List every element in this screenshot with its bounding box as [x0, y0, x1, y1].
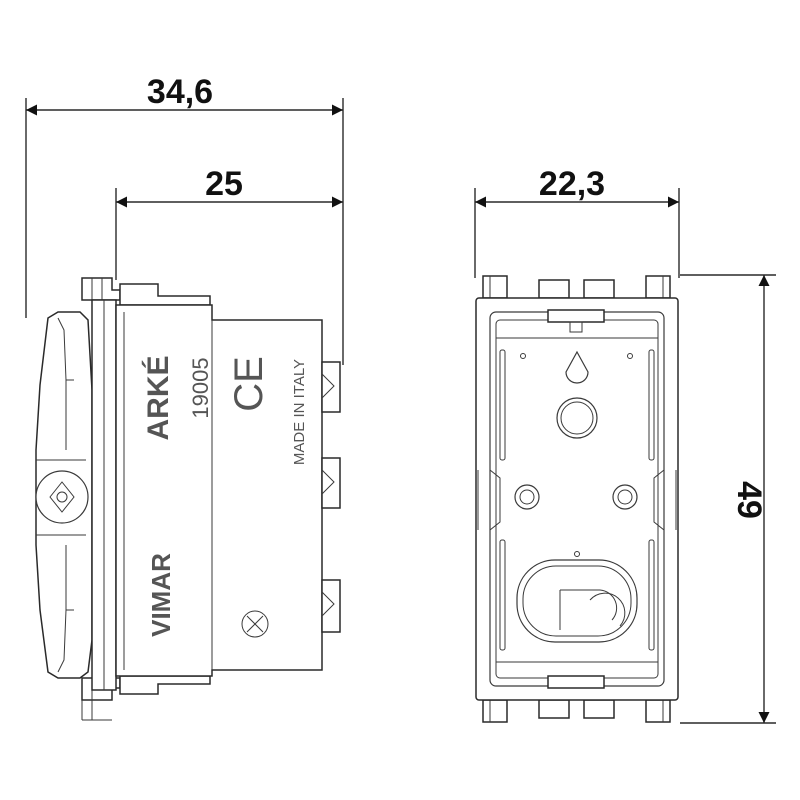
brand-series-text: ARKÉ: [141, 355, 175, 440]
screw-hole: [556, 397, 598, 439]
origin-text: MADE IN ITALY: [291, 359, 308, 465]
front-view: [475, 275, 679, 723]
article-code-text: 19005: [188, 357, 213, 418]
terminal-opening: [516, 559, 638, 643]
dimension-front-width: 22,3: [474, 165, 680, 278]
lamp-symbol-icon: [241, 610, 269, 638]
manufacturer-text: VIMAR: [146, 553, 176, 637]
dimension-label-front-width: 22,3: [539, 165, 605, 203]
dimension-label-body-width: 25: [205, 165, 243, 203]
dimension-height: 49: [680, 274, 776, 724]
side-view: ARKÉ 19005 CE MADE IN ITALY VIMAR: [35, 277, 341, 721]
dimension-label-overall-width: 34,6: [147, 73, 213, 111]
keyhole: [565, 350, 589, 384]
rocker-pivot: [35, 470, 89, 524]
module-body: [115, 304, 323, 677]
dimension-overall-width: 34,6: [25, 73, 344, 365]
dimension-label-height: 49: [730, 481, 768, 519]
ce-mark: CE: [227, 356, 271, 412]
dimension-body-width: 25: [115, 165, 343, 280]
